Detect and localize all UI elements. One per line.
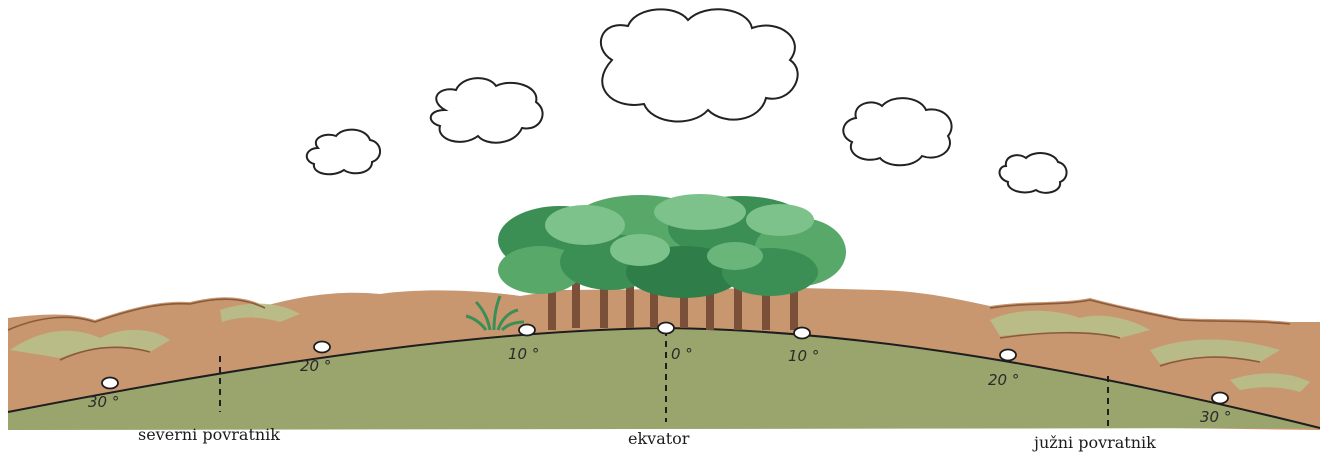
marker-20-south — [999, 348, 1017, 362]
cloud-large — [599, 8, 799, 123]
marker-30-north — [101, 376, 119, 390]
cloud-right — [842, 97, 953, 167]
marker-20-north — [313, 340, 331, 354]
degree-label-10-north: 10 ° — [508, 345, 539, 363]
label-south-tropic: južni povratnik — [1032, 433, 1156, 452]
grass-dome — [8, 328, 1320, 430]
latitude-dividers — [219, 330, 1109, 428]
mountain-outlines — [7, 298, 1291, 367]
rainforest-canopy — [498, 194, 846, 298]
label-north-tropic: severni povratnik — [138, 425, 280, 444]
marker-10-south — [793, 326, 811, 340]
degree-label-30-north: 30 ° — [88, 393, 119, 411]
mountain-ridges — [10, 303, 1310, 392]
cloud-small-left — [305, 128, 381, 176]
marker-30-south — [1211, 391, 1229, 405]
cloud-small-right — [998, 152, 1068, 194]
marker-10-north — [518, 323, 536, 337]
cloud-upper-left — [429, 77, 544, 144]
label-equator: ekvator — [628, 429, 690, 448]
degree-label-30-south: 30 ° — [1200, 408, 1231, 426]
latitude-markers — [101, 321, 1229, 405]
grass-tuft — [465, 295, 525, 332]
tree-trunks — [548, 278, 798, 330]
degree-label-0: 0 ° — [671, 345, 693, 363]
clouds — [305, 8, 1068, 194]
degree-label-20-north: 20 ° — [300, 357, 331, 375]
marker-0 — [657, 321, 675, 335]
degree-label-20-south: 20 ° — [988, 371, 1019, 389]
degree-label-10-south: 10 ° — [788, 347, 819, 365]
